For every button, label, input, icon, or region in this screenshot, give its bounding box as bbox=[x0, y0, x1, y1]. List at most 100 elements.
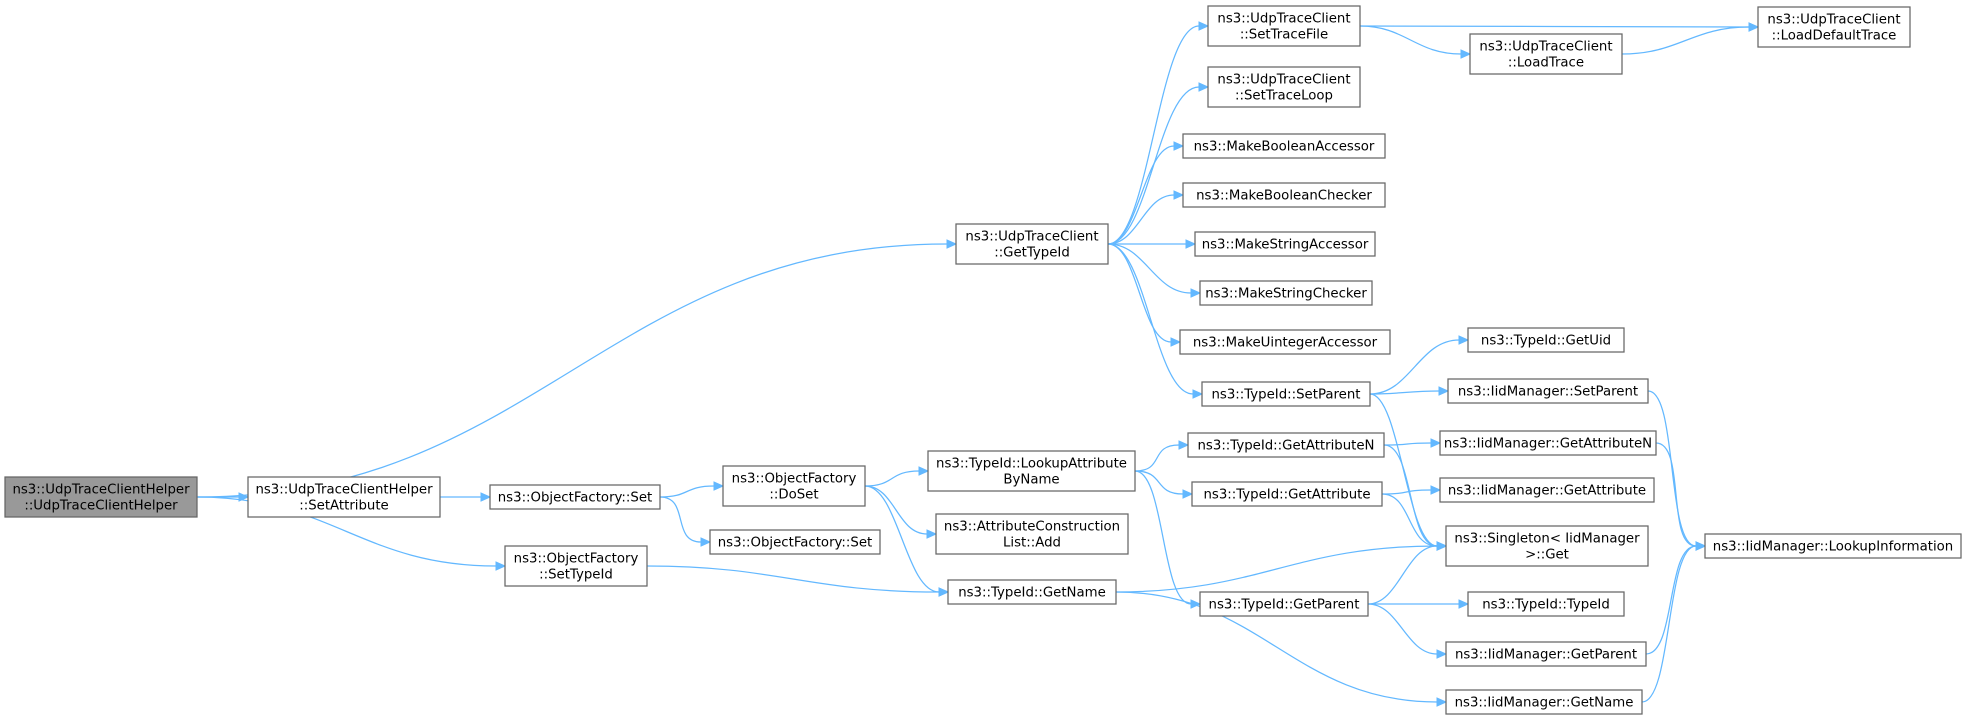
edge-setTraceFile-to-loadDefaultTrace bbox=[1359, 25, 1750, 28]
node-box bbox=[709, 529, 881, 555]
graph-node-tidGetParent[interactable]: ns3::TypeId::GetParent bbox=[1199, 591, 1369, 617]
node-label: ns3::UdpTraceClientHelper bbox=[12, 483, 190, 498]
edge-tidGetParent-to-iidGetParent bbox=[1367, 603, 1438, 655]
node-box bbox=[1445, 689, 1643, 715]
graph-node-tidGetAttrN[interactable]: ns3::TypeId::GetAttributeN bbox=[1187, 432, 1385, 458]
node-box bbox=[1187, 432, 1385, 458]
node-box bbox=[935, 513, 1129, 555]
graph-node-utcGetTypeId[interactable]: ns3::UdpTraceClient::GetTypeId bbox=[955, 223, 1109, 265]
edge-iidGetAttrN-to-iidLookupInfo bbox=[1655, 442, 1697, 547]
graph-node-ofDoSet[interactable]: ns3::ObjectFactory::DoSet bbox=[722, 465, 866, 507]
node-label: ::LoadTrace bbox=[1508, 56, 1584, 71]
edge-ofDoSet-to-acListAdd bbox=[864, 485, 928, 535]
edge-lookupAttr-to-tidGetParent bbox=[1134, 470, 1192, 605]
edge-root-to-ofSetTypeId bbox=[196, 496, 497, 567]
edge-arrowhead bbox=[480, 492, 492, 502]
node-label: ns3::TypeId::SetParent bbox=[1211, 388, 1360, 403]
graph-node-ofSet2[interactable]: ns3::ObjectFactory::Set bbox=[709, 529, 881, 555]
edge-lookupAttr-to-tidGetAttrN bbox=[1134, 444, 1180, 472]
graph-node-iidLookupInfo[interactable]: ns3::IidManager::LookupInformation bbox=[1704, 533, 1962, 559]
node-box bbox=[1199, 280, 1373, 306]
node-label: ns3::MakeUintegerAccessor bbox=[1193, 336, 1378, 351]
node-box bbox=[489, 484, 661, 510]
node-box bbox=[722, 465, 866, 507]
edge-arrowhead bbox=[1173, 141, 1185, 151]
edge-ofSet1-to-ofDoSet bbox=[659, 485, 715, 498]
edge-utcGetTypeId-to-tidSetParent bbox=[1107, 243, 1194, 395]
edge-tidSetParent-to-tidGetUid bbox=[1369, 339, 1460, 395]
edge-arrowhead bbox=[1430, 485, 1442, 495]
graph-node-mkBoolChk[interactable]: ns3::MakeBooleanChecker bbox=[1182, 182, 1386, 208]
node-box bbox=[1194, 231, 1376, 257]
node-box bbox=[1207, 5, 1361, 47]
edge-setTraceFile-to-loadTrace bbox=[1359, 25, 1462, 55]
edge-arrowhead bbox=[1178, 440, 1190, 450]
edge-iidGetParent-to-iidLookupInfo bbox=[1645, 545, 1697, 655]
graph-node-tidSetParent[interactable]: ns3::TypeId::SetParent bbox=[1201, 381, 1371, 407]
graph-node-iidSetParent[interactable]: ns3::IidManager::SetParent bbox=[1447, 378, 1649, 404]
graph-node-mkStrChk[interactable]: ns3::MakeStringChecker bbox=[1199, 280, 1373, 306]
graph-node-helperSetAttr[interactable]: ns3::UdpTraceClientHelper::SetAttribute bbox=[247, 476, 441, 518]
node-box bbox=[1191, 481, 1383, 507]
node-label: ns3::TypeId::LookupAttribute bbox=[936, 457, 1127, 472]
graph-node-tidGetName[interactable]: ns3::TypeId::GetName bbox=[947, 579, 1117, 605]
node-label: ns3::AttributeConstruction bbox=[944, 520, 1120, 535]
graph-node-ofSet1[interactable]: ns3::ObjectFactory::Set bbox=[489, 484, 661, 510]
edge-arrowhead bbox=[938, 587, 950, 597]
edge-arrowhead bbox=[1458, 335, 1470, 345]
edge-arrowhead bbox=[1173, 190, 1185, 200]
graph-node-iidGetAttr[interactable]: ns3::IidManager::GetAttribute bbox=[1439, 477, 1655, 503]
edge-tidGetAttrN-to-iidGetAttrN bbox=[1383, 442, 1432, 446]
graph-node-mkBoolAcc[interactable]: ns3::MakeBooleanAccessor bbox=[1182, 133, 1386, 159]
graph-node-singletonGet[interactable]: ns3::Singleton< IidManager >::Get bbox=[1445, 525, 1649, 567]
node-label: ::DoSet bbox=[769, 488, 818, 503]
nodes-layer: ns3::UdpTraceClientHelper::UdpTraceClien… bbox=[4, 5, 1962, 715]
node-box bbox=[1447, 378, 1649, 404]
node-label: ns3::MakeBooleanChecker bbox=[1196, 189, 1372, 204]
edge-arrowhead bbox=[1458, 599, 1470, 609]
graph-node-iidGetName[interactable]: ns3::IidManager::GetName bbox=[1445, 689, 1643, 715]
node-box bbox=[1182, 182, 1386, 208]
graph-node-iidGetParent[interactable]: ns3::IidManager::GetParent bbox=[1445, 641, 1647, 667]
edge-arrowhead bbox=[713, 481, 725, 491]
edge-utcGetTypeId-to-mkStrChk bbox=[1107, 243, 1192, 294]
node-label: ns3::ObjectFactory::Set bbox=[498, 491, 652, 506]
edge-ofSet1-to-ofSet2 bbox=[659, 496, 702, 543]
edge-utcGetTypeId-to-mkBoolAcc bbox=[1107, 145, 1175, 245]
graph-node-iidGetAttrN[interactable]: ns3::IidManager::GetAttributeN bbox=[1439, 430, 1657, 456]
node-label: ns3::MakeBooleanAccessor bbox=[1194, 140, 1375, 155]
node-label: ns3::TypeId::GetParent bbox=[1209, 598, 1360, 613]
node-label: ns3::IidManager::GetParent bbox=[1455, 648, 1637, 663]
graph-node-tidGetAttr[interactable]: ns3::TypeId::GetAttribute bbox=[1191, 481, 1383, 507]
graph-node-loadTrace[interactable]: ns3::UdpTraceClient::LoadTrace bbox=[1469, 33, 1623, 75]
graph-node-loadDefaultTrace[interactable]: ns3::UdpTraceClient::LoadDefaultTrace bbox=[1757, 6, 1911, 48]
edge-arrowhead bbox=[1170, 337, 1182, 347]
edge-arrowhead bbox=[1695, 541, 1707, 551]
node-label: ns3::IidManager::LookupInformation bbox=[1713, 540, 1953, 555]
graph-node-mkStrAcc[interactable]: ns3::MakeStringAccessor bbox=[1194, 231, 1376, 257]
edge-tidGetAttrN-to-singletonGet bbox=[1383, 444, 1438, 547]
edge-ofDoSet-to-tidGetName bbox=[864, 485, 940, 593]
graph-node-setTraceFile[interactable]: ns3::UdpTraceClient::SetTraceFile bbox=[1207, 5, 1361, 47]
node-box bbox=[1201, 381, 1371, 407]
graph-node-tidGetUid[interactable]: ns3::TypeId::GetUid bbox=[1467, 327, 1625, 353]
graph-node-tidTypeId[interactable]: ns3::TypeId::TypeId bbox=[1467, 591, 1625, 617]
edge-arrowhead bbox=[1436, 697, 1448, 707]
edge-tidGetName-to-singletonGet bbox=[1115, 545, 1438, 593]
edge-arrowhead bbox=[700, 537, 712, 547]
node-box bbox=[1199, 591, 1369, 617]
graph-node-root[interactable]: ns3::UdpTraceClientHelper::UdpTraceClien… bbox=[4, 476, 198, 518]
node-box bbox=[1182, 133, 1386, 159]
graph-node-setTraceLoop[interactable]: ns3::UdpTraceClient::SetTraceLoop bbox=[1207, 66, 1361, 108]
node-label: ns3::IidManager::SetParent bbox=[1458, 385, 1638, 400]
edge-arrowhead bbox=[1190, 288, 1202, 298]
node-label: List::Add bbox=[1003, 536, 1061, 551]
edge-arrowhead bbox=[1460, 49, 1472, 59]
node-label: ::SetTraceLoop bbox=[1235, 89, 1333, 104]
graph-node-mkUintAcc[interactable]: ns3::MakeUintegerAccessor bbox=[1179, 329, 1391, 355]
graph-node-ofSetTypeId[interactable]: ns3::ObjectFactory::SetTypeId bbox=[504, 545, 648, 587]
node-box bbox=[927, 450, 1136, 492]
